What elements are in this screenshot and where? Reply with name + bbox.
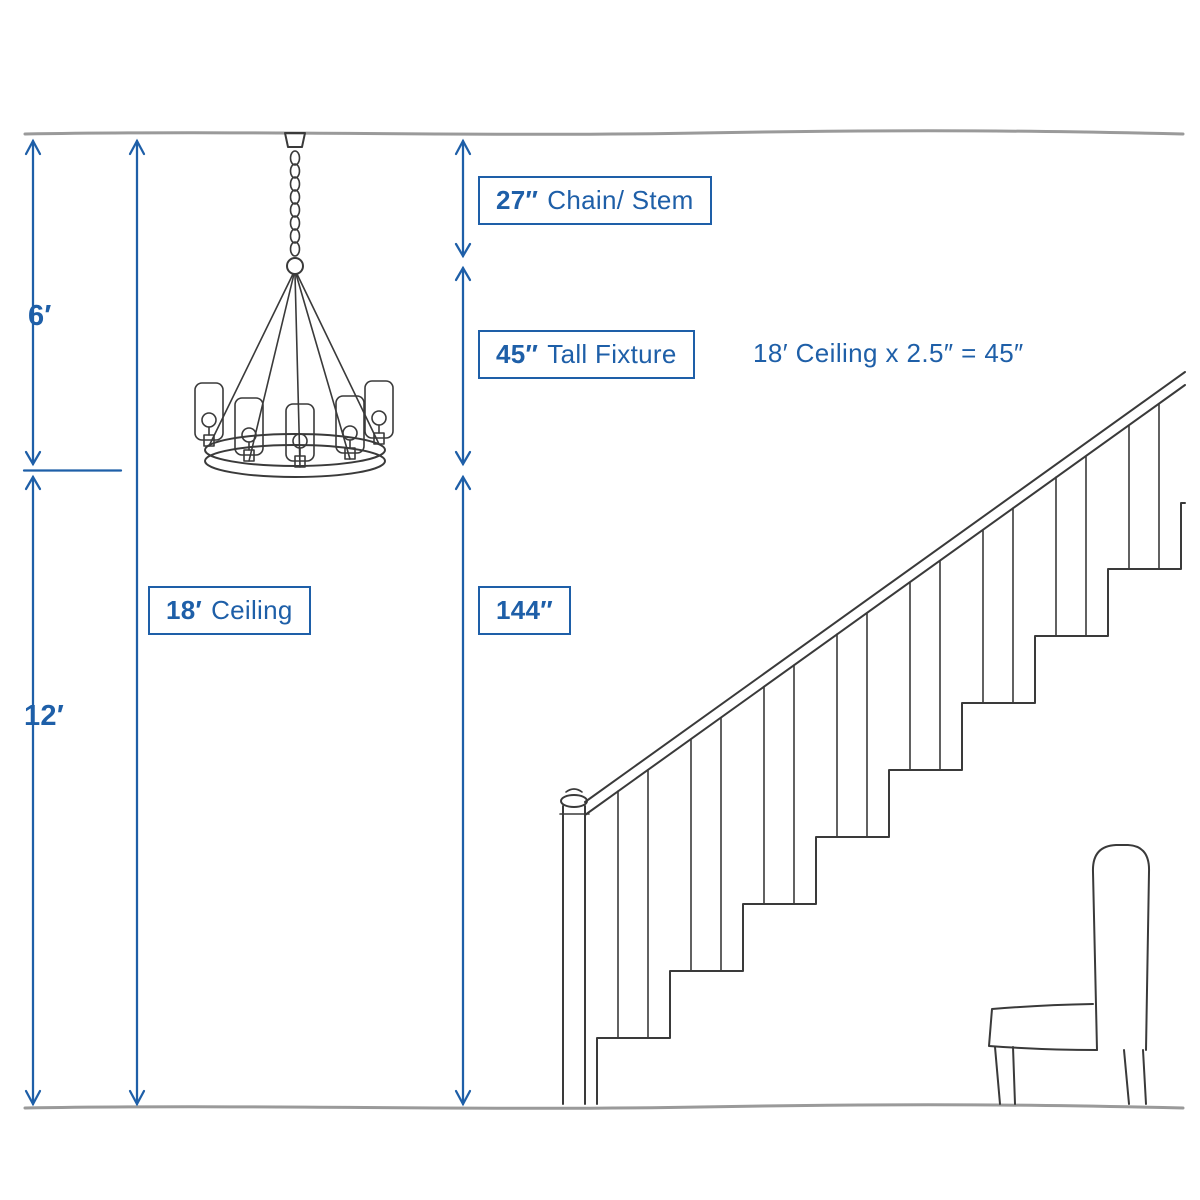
dimension-caption: Chain/ Stem [547, 185, 694, 215]
dimension-value: 144″ [496, 595, 554, 625]
left-dimension-line [22, 138, 123, 1107]
balusters [617, 403, 1160, 1039]
chandelier-light [364, 380, 394, 445]
fixture-height-label: 45″ Tall Fixture [478, 330, 695, 379]
dimension-label-12ft: 12′ [24, 700, 64, 733]
chain-stem-label: 27″ Chain/ Stem [478, 176, 712, 225]
dimension-label-6ft: 6′ [28, 300, 52, 333]
floor-line [23, 1103, 1185, 1110]
chair-back [1091, 844, 1151, 1051]
chandelier-light [285, 403, 315, 468]
dimension-caption: Tall Fixture [547, 339, 677, 369]
chandelier-canopy [284, 132, 306, 148]
center-dimension-line [454, 138, 472, 1107]
dimension-caption: Ceiling [211, 595, 293, 625]
drop-height-label: 144″ [478, 586, 572, 635]
chandelier-light [234, 397, 264, 462]
formula-text: 18′ Ceiling x 2.5″ = 45″ [753, 338, 1024, 368]
staircase-illustration [559, 371, 1186, 1105]
handrail [584, 371, 1186, 816]
chair-illustration [988, 844, 1151, 1105]
dimension-value: 45″ [496, 339, 539, 369]
dimension-value: 12′ [24, 700, 65, 732]
dimension-value: 6′ [28, 300, 52, 332]
chandelier-light [335, 395, 365, 460]
chandelier-chain [289, 150, 301, 257]
dimension-value: 18′ [166, 595, 203, 625]
ceiling-line [23, 129, 1185, 136]
stair-steps [596, 502, 1186, 1105]
chair-seat [988, 1003, 1098, 1051]
ceiling-dimension-line [128, 138, 146, 1107]
newel-post [559, 788, 590, 1105]
chair-legs [994, 1046, 1147, 1105]
chandelier-illustration [194, 132, 394, 478]
chandelier-hub [286, 257, 304, 275]
chandelier-light [194, 382, 224, 447]
dimension-value: 27″ [496, 185, 539, 215]
ceiling-height-label: 18′ Ceiling [148, 586, 311, 635]
